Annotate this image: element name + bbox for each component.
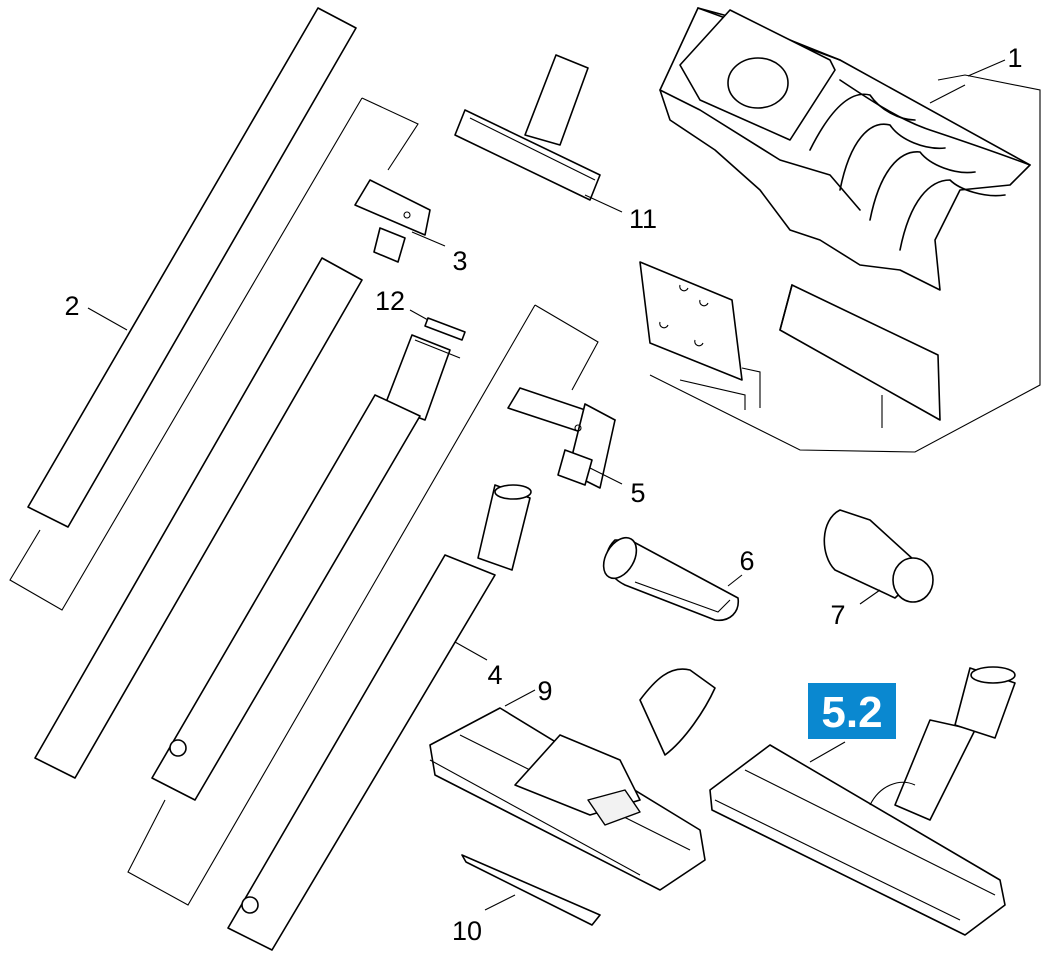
callout-3: 3 bbox=[452, 246, 467, 276]
part-3-adapter bbox=[354, 179, 446, 263]
callout-5: 5 bbox=[630, 478, 645, 508]
part-9-floor-nozzle bbox=[429, 668, 716, 891]
callout-11: 11 bbox=[629, 204, 657, 234]
part-10-brush-strip bbox=[461, 854, 601, 926]
callout-4: 4 bbox=[487, 660, 502, 690]
callout-1: 1 bbox=[1007, 43, 1022, 73]
callout-7: 7 bbox=[830, 600, 845, 630]
part-2-suction-tube bbox=[9, 7, 419, 611]
callout-9: 9 bbox=[537, 676, 552, 706]
part-11-upholstery-nozzle bbox=[454, 54, 623, 213]
callout-12: 12 bbox=[375, 286, 405, 316]
part-1-filter-bags bbox=[639, 7, 1041, 453]
part-5-adapter bbox=[507, 387, 623, 489]
variant-badge: 5.2 bbox=[808, 683, 896, 739]
callout-6: 6 bbox=[739, 546, 754, 576]
variant-5-2-floor-nozzle bbox=[709, 666, 1016, 936]
part-4-telescopic-tube bbox=[227, 484, 532, 951]
callout-2: 2 bbox=[64, 291, 79, 321]
part-6-crevice-nozzle bbox=[602, 536, 743, 622]
part-7-upholstery-adapter bbox=[823, 509, 934, 605]
callout-10: 10 bbox=[452, 916, 482, 946]
part-4a-extension-tube bbox=[34, 257, 599, 906]
badge-label: 5.2 bbox=[821, 688, 882, 737]
part-12-spring-pin bbox=[409, 309, 466, 341]
